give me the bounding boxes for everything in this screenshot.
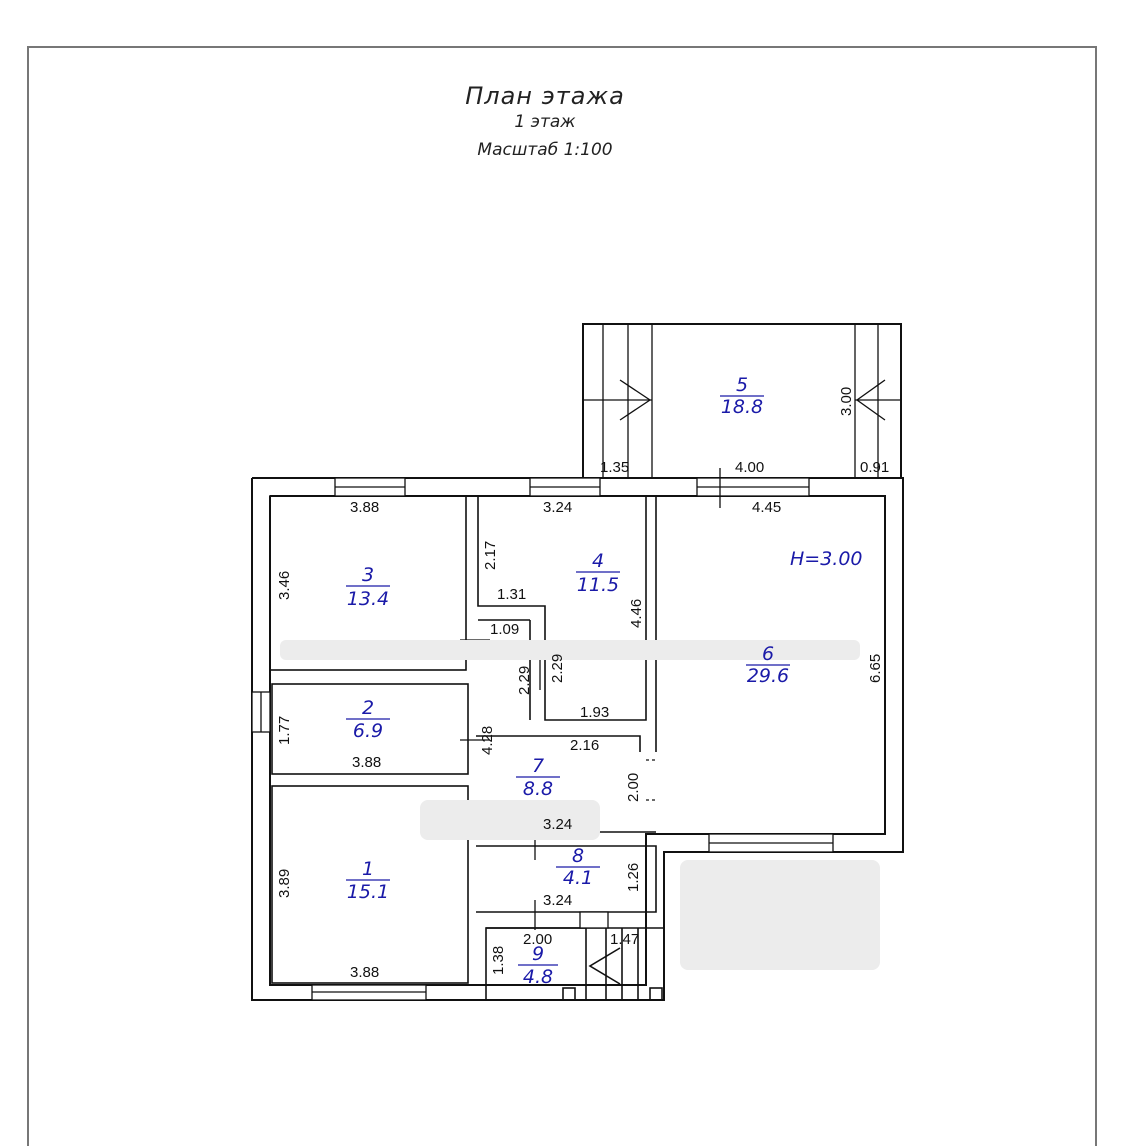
room-labels: 3 13.4 4 11.5 5 18.8 6 29.6 H=3.00 2 6.9… <box>346 374 863 988</box>
room-9-area: 4.8 <box>523 966 553 988</box>
dim-r1-width: 3.88 <box>350 964 379 981</box>
dim-r4-width: 3.24 <box>543 499 572 516</box>
scale-label: Масштаб 1:100 <box>477 140 613 160</box>
room-3-area: 13.4 <box>347 588 389 610</box>
exterior-walls <box>251 323 904 1001</box>
dim-r8-width: 3.24 <box>543 892 572 909</box>
dim-corridor-width: 1.09 <box>490 621 519 638</box>
dim-r9-width: 2.00 <box>523 931 552 948</box>
dim-r2-side: 4.28 <box>479 726 496 755</box>
dim-r4-step: 1.31 <box>497 586 526 603</box>
room-6-number: 6 <box>762 643 774 665</box>
dim-r9-height: 1.38 <box>490 946 507 975</box>
ceiling-height: H=3.00 <box>790 548 863 570</box>
dim-terrace-right: 0.91 <box>860 459 889 476</box>
dim-corridor-bottom: 1.93 <box>580 704 609 721</box>
room-3-number: 3 <box>362 564 374 586</box>
plan-title: План этажа <box>465 82 625 110</box>
dim-r7-door: 2.00 <box>625 773 642 802</box>
room-2-number: 2 <box>362 697 374 719</box>
room-4-number: 4 <box>592 550 604 572</box>
dim-terrace-left: 1.35 <box>600 459 629 476</box>
room-5-area: 18.8 <box>721 396 763 418</box>
dim-r6-height: 6.65 <box>867 654 884 683</box>
dim-corridor-right: 2.29 <box>549 654 566 683</box>
room-9-number: 9 <box>532 943 544 965</box>
dim-r4-height: 4.46 <box>628 599 645 628</box>
watermark <box>280 640 880 970</box>
room-4-area: 11.5 <box>577 574 619 596</box>
dim-r8-height: 1.26 <box>625 863 642 892</box>
dim-r3-height: 3.46 <box>276 571 293 600</box>
door-marks <box>460 468 721 930</box>
terrace-stairs <box>583 324 901 478</box>
room-8-area: 4.1 <box>563 867 593 889</box>
floor-label: 1 этаж <box>514 112 576 132</box>
room-8-number: 8 <box>572 845 584 867</box>
room-2-area: 6.9 <box>353 720 383 742</box>
dim-r7-width: 2.16 <box>570 737 599 754</box>
dim-r2-width: 3.88 <box>352 754 381 771</box>
dim-r1-height: 3.89 <box>276 869 293 898</box>
room-6-area: 29.6 <box>747 665 789 687</box>
dim-r6-width: 4.45 <box>752 499 781 516</box>
room-7-area: 8.8 <box>523 778 553 800</box>
room-5-number: 5 <box>736 374 748 396</box>
dim-r4-top-h: 2.17 <box>482 541 499 570</box>
drawing-sheet <box>27 46 1097 1146</box>
dim-stair-width: 1.47 <box>610 931 639 948</box>
dim-r7-bottom: 3.24 <box>543 816 572 833</box>
dim-r3-width: 3.88 <box>350 499 379 516</box>
room-7-number: 7 <box>532 755 544 777</box>
room-1-area: 15.1 <box>347 881 389 903</box>
dim-r2-height: 1.77 <box>276 716 293 745</box>
room-1-number: 1 <box>362 858 374 880</box>
dimension-labels: 1.35 4.00 0.91 3.00 3.88 3.46 3.24 2.17 … <box>276 387 889 981</box>
dim-corridor-left: 2.29 <box>516 666 533 695</box>
dim-terrace-mid: 4.00 <box>735 459 764 476</box>
windows <box>251 477 834 1001</box>
dim-terrace-depth: 3.00 <box>838 387 855 416</box>
